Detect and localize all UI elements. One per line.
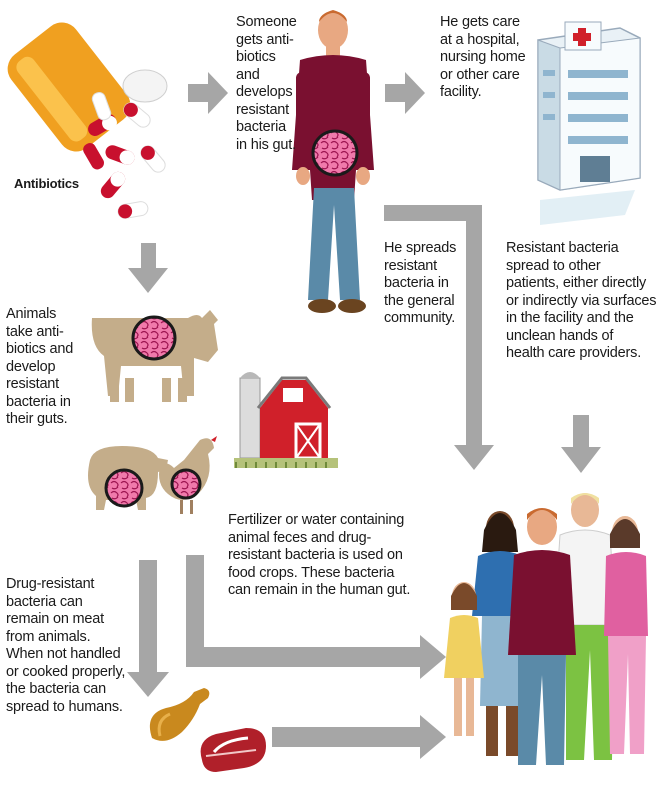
arrow-hospital-to-group (561, 415, 601, 473)
arrow-to-animals (128, 243, 168, 293)
arrow-meat-to-people (272, 715, 446, 759)
meat-icon (150, 688, 266, 772)
chicken-icon (159, 436, 217, 514)
meat-text: Drug-resistant bacteria can remain on me… (6, 576, 125, 716)
someone-text: Someone gets anti- biotics and develops … (236, 14, 297, 154)
resistant-spread-text: Resistant bacteria spread to other patie… (506, 240, 656, 363)
people-group-icon (444, 493, 648, 765)
cow-icon (92, 310, 218, 402)
pig-icon (88, 446, 168, 510)
arrow-to-meat (127, 560, 169, 697)
spreads-text: He spreads resistant bacteria in the gen… (384, 240, 456, 328)
arrow-to-person (188, 72, 228, 114)
antibiotics-label: Antibiotics (14, 175, 79, 193)
hospital-icon (538, 22, 640, 225)
man-icon (292, 10, 374, 313)
arrow-to-hospital (385, 72, 425, 114)
care-text: He gets care at a hospital, nursing home… (440, 14, 525, 102)
fertilizer-text: Fertilizer or water containing animal fe… (228, 512, 410, 600)
animals-text: Animals take anti- biotics and develop r… (6, 306, 73, 429)
barn-icon (234, 372, 338, 468)
